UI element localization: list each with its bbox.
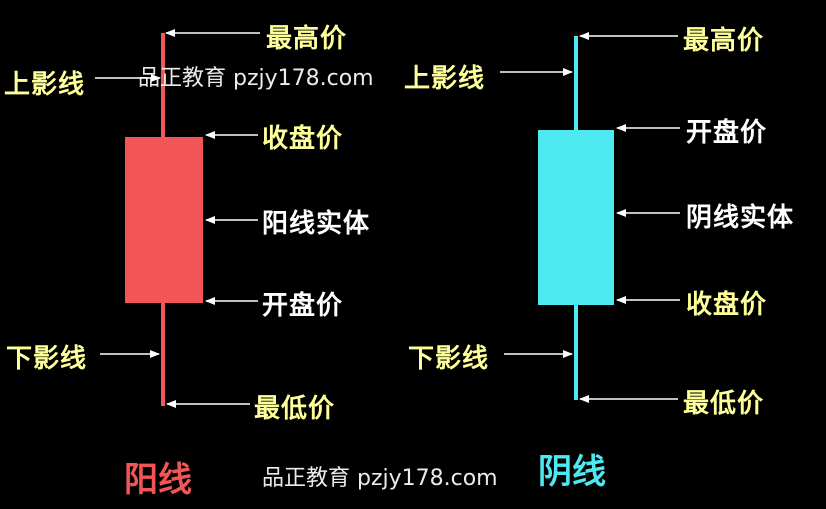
- yang-upper-shadow-label: 上影线: [4, 70, 86, 100]
- yin-candle-body: [538, 130, 614, 305]
- yang-body-label: 阳线实体: [262, 209, 371, 239]
- yin-close-label: 收盘价: [686, 290, 768, 320]
- yang-candle-body: [125, 137, 203, 303]
- yang-title: 阳线: [124, 460, 192, 500]
- yang-open-label: 开盘价: [262, 291, 344, 321]
- yin-open-label: 开盘价: [686, 118, 768, 148]
- yin-body-label: 阴线实体: [686, 203, 795, 233]
- yin-upper-shadow-label: 上影线: [404, 64, 486, 94]
- watermark-top: 品正教育 pzjy178.com: [138, 66, 374, 91]
- watermark-bottom: 品正教育 pzjy178.com: [262, 466, 498, 491]
- yin-lowest-label: 最低价: [683, 389, 765, 419]
- yang-highest-label: 最高价: [266, 24, 348, 54]
- yin-highest-label: 最高价: [683, 26, 765, 56]
- yang-lowest-label: 最低价: [254, 394, 336, 424]
- yang-close-label: 收盘价: [262, 124, 344, 154]
- yin-title: 阴线: [538, 452, 606, 492]
- yang-lower-shadow-label: 下影线: [6, 344, 88, 374]
- yin-lower-shadow-label: 下影线: [408, 344, 490, 374]
